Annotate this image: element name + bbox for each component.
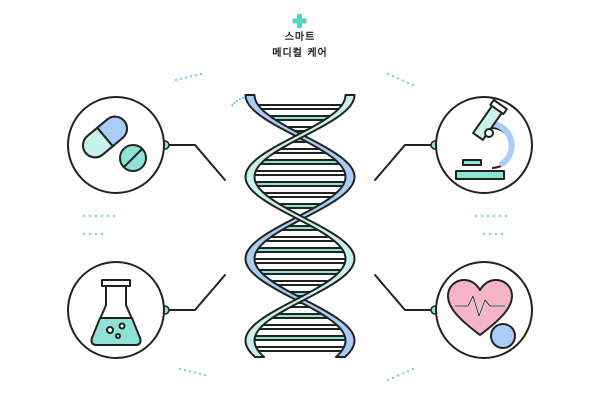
dot: [411, 367, 415, 371]
dot: [396, 77, 400, 80]
dna-rung: [249, 335, 351, 341]
dna-rung: [260, 192, 340, 198]
dot: [199, 72, 203, 76]
dot: [401, 372, 405, 375]
dot: [82, 232, 86, 236]
dot: [411, 83, 415, 87]
dna-rung: [251, 247, 349, 253]
dot: [241, 96, 245, 99]
dot: [193, 371, 197, 374]
title-line-1: 스마트: [284, 32, 316, 43]
dot: [235, 99, 239, 103]
dot: [406, 370, 410, 373]
dna-rung: [251, 346, 349, 352]
dot: [106, 214, 110, 218]
dot: [488, 232, 492, 236]
dna-rung: [255, 269, 345, 275]
dot: [188, 370, 192, 373]
dna-helix-icon: [244, 94, 356, 358]
dna-rung: [269, 280, 331, 286]
dot: [100, 214, 104, 218]
dna-rung: [249, 170, 351, 176]
dot: [504, 214, 508, 218]
dna-rung: [262, 236, 338, 242]
dna-rung: [255, 324, 345, 330]
dna-rung: [267, 115, 333, 121]
dot: [391, 75, 395, 78]
dot: [231, 104, 234, 107]
dna-rung: [269, 313, 331, 319]
dot: [178, 367, 182, 371]
dot: [492, 214, 496, 218]
dot: [112, 214, 116, 218]
dot: [391, 376, 395, 379]
connector-lines: [164, 144, 436, 311]
dot: [198, 372, 202, 375]
dot: [88, 214, 92, 218]
dot: [406, 81, 410, 85]
dot: [498, 214, 502, 218]
dot: [82, 214, 86, 218]
dot: [194, 74, 198, 77]
dot: [486, 214, 490, 218]
flask-icon: [90, 279, 142, 346]
dot: [482, 232, 486, 236]
dna-rung: [249, 258, 351, 264]
title-line-2: 메디컬 케어: [272, 48, 328, 59]
dot: [396, 374, 400, 377]
dna-rung: [250, 181, 350, 187]
dot: [494, 232, 498, 236]
dot: [474, 214, 478, 218]
heart-pulse-icon: [447, 279, 516, 349]
dot: [88, 232, 92, 236]
dot: [189, 75, 193, 78]
dot: [386, 378, 390, 382]
dot: [94, 214, 98, 218]
medical-cross-icon: [292, 14, 307, 28]
dot: [94, 232, 98, 236]
dot: [203, 373, 207, 377]
dna-rung: [256, 159, 344, 165]
dna-rung: [254, 104, 346, 110]
dot: [179, 77, 183, 81]
dot: [233, 101, 236, 105]
dot: [238, 98, 242, 101]
dot: [174, 78, 178, 82]
capsule-pill-icon: [82, 115, 147, 172]
microscope-icon: [455, 98, 515, 180]
dot: [500, 232, 504, 236]
dot: [386, 72, 390, 76]
dot: [480, 214, 484, 218]
dot: [184, 76, 188, 79]
dot: [100, 232, 104, 236]
decorative-dots: [82, 72, 508, 382]
dot: [183, 369, 187, 372]
dot: [401, 79, 405, 82]
